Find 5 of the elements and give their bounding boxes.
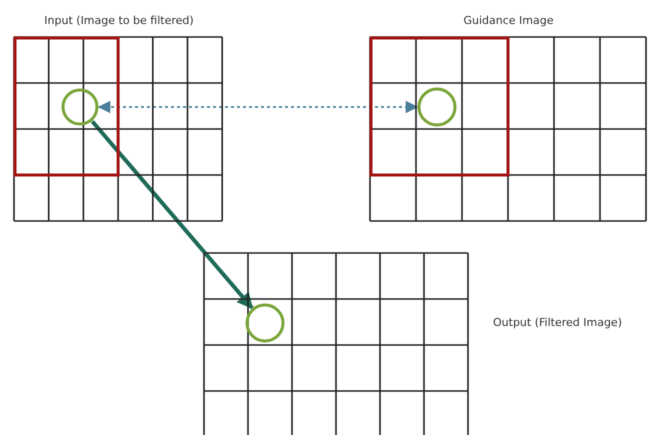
arrow: [90, 120, 254, 310]
grid-heading: Guidance Image: [462, 14, 554, 27]
grid-heading: Input (Image to be filtered): [43, 14, 195, 27]
double-arrow: [98, 100, 418, 114]
grid-heading: Output (Filtered Image): [493, 316, 623, 329]
